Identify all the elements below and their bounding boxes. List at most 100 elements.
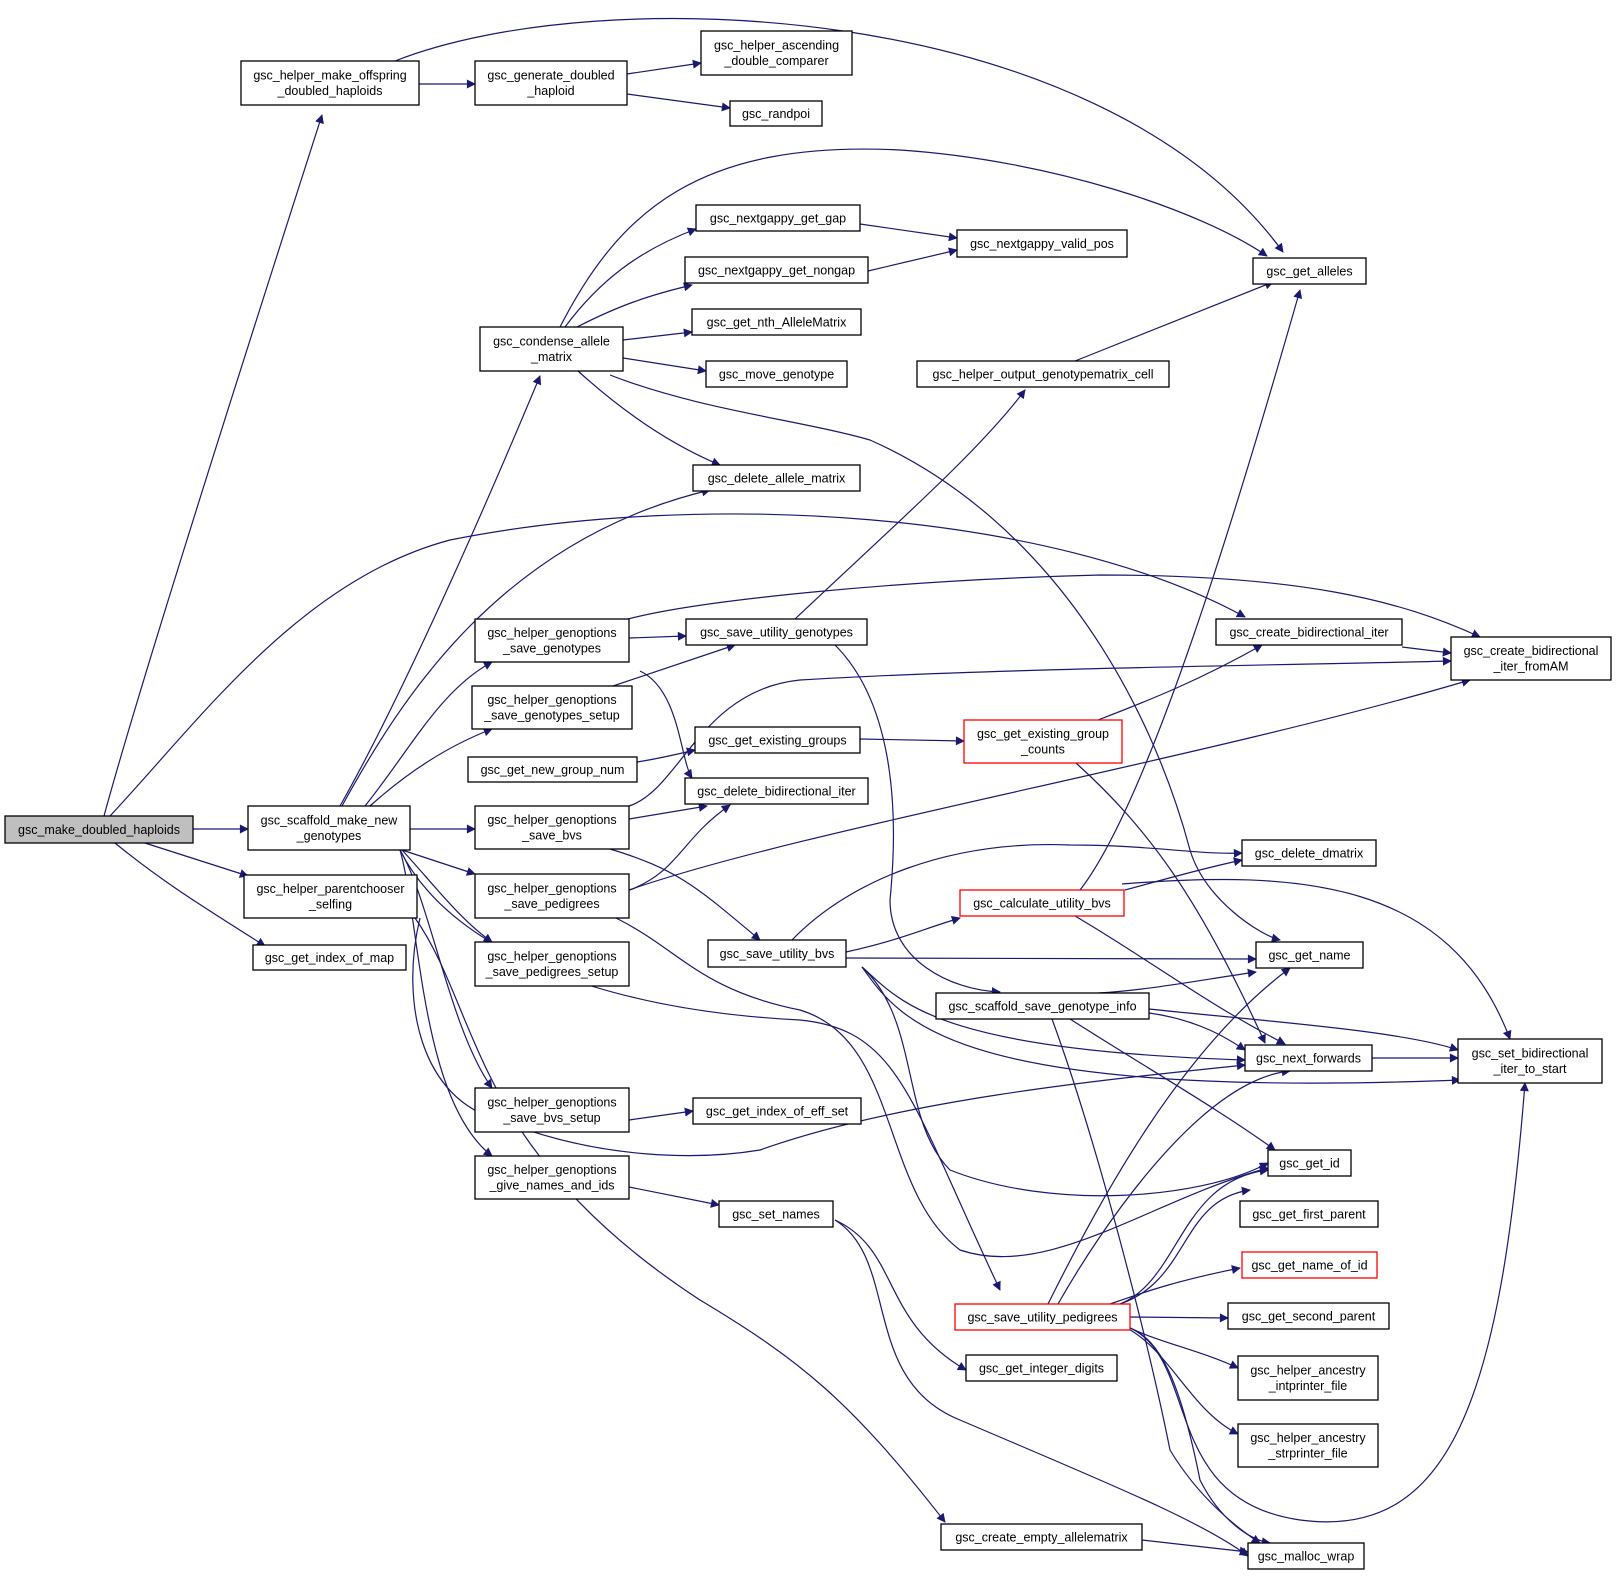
function-node-existing-counts[interactable]: gsc_get_existing_group_counts: [963, 719, 1123, 764]
node-label: _give_names_and_ids: [488, 1179, 614, 1193]
function-node-get-name[interactable]: gsc_get_name: [1255, 941, 1364, 969]
function-node-scaffold-save-info[interactable]: gsc_scaffold_save_genotype_info: [935, 992, 1150, 1020]
node-label: gsc_create_bidirectional_iter: [1229, 625, 1388, 639]
call-edge: [627, 574, 1481, 638]
node-box: [474, 60, 628, 106]
node-box: [471, 685, 633, 730]
call-edge: [834, 644, 1001, 997]
node-label: gsc_helper_genoptions: [487, 950, 616, 964]
node-label: _matrix: [530, 350, 573, 364]
node-label: gsc_helper_genoptions: [487, 813, 616, 827]
function-node-get-nongap[interactable]: gsc_nextgappy_get_nongap: [684, 256, 869, 284]
node-label: _genotypes: [296, 829, 362, 843]
function-node-del-am[interactable]: gsc_delete_allele_matrix: [692, 464, 861, 492]
function-node-second-parent[interactable]: gsc_get_second_parent: [1227, 1302, 1390, 1330]
call-edge: [1047, 967, 1291, 1305]
node-box: [956, 229, 1128, 258]
function-node-malloc-wrap[interactable]: gsc_malloc_wrap: [1247, 1542, 1365, 1570]
node-label: gsc_get_index_of_eff_set: [706, 1104, 849, 1118]
node-label: gsc_nextgappy_get_nongap: [698, 263, 855, 277]
node-label: gsc_next_forwards: [1256, 1051, 1361, 1065]
function-node-save-util-geno[interactable]: gsc_save_utility_genotypes: [685, 618, 868, 646]
function-node-go-save-geno[interactable]: gsc_helper_genoptions_save_genotypes: [474, 618, 630, 663]
node-label: gsc_save_utility_bvs: [720, 947, 835, 961]
node-label: gsc_calculate_utility_bvs: [973, 896, 1111, 910]
function-node-int-digits[interactable]: gsc_get_integer_digits: [965, 1354, 1118, 1382]
node-box: [718, 1200, 834, 1228]
node-box: [729, 100, 823, 127]
node-label: gsc_get_nth_AlleleMatrix: [707, 315, 847, 329]
node-box: [474, 1155, 630, 1200]
call-edge: [636, 747, 696, 763]
function-node-valid-pos[interactable]: gsc_nextgappy_valid_pos: [956, 229, 1128, 258]
function-node-scaffold-make[interactable]: gsc_scaffold_make_new_genotypes: [247, 805, 411, 851]
function-node-get-id[interactable]: gsc_get_id: [1267, 1149, 1352, 1177]
node-label: gsc_randpoi: [742, 107, 810, 121]
function-node-helper-offspring[interactable]: gsc_helper_make_offspring_doubled_haploi…: [240, 60, 420, 106]
function-node-move-geno[interactable]: gsc_move_genotype: [705, 360, 848, 388]
function-node-name-of-id[interactable]: gsc_get_name_of_id: [1241, 1251, 1378, 1279]
node-label: gsc_helper_parentchooser: [256, 882, 404, 896]
function-node-create-bi[interactable]: gsc_create_bidirectional_iter: [1215, 618, 1403, 646]
function-node-go-save-geno-setup[interactable]: gsc_helper_genoptions_save_genotypes_set…: [471, 685, 633, 730]
function-node-del-bi[interactable]: gsc_delete_bidirectional_iter: [684, 777, 869, 805]
node-label: gsc_helper_make_offspring: [253, 69, 406, 83]
call-edge: [622, 357, 707, 375]
node-box: [479, 326, 624, 372]
function-node-calc-bvs[interactable]: gsc_calculate_utility_bvs: [959, 889, 1125, 917]
function-node-go-save-ped-setup[interactable]: gsc_helper_genoptions_save_pedigrees_set…: [474, 941, 630, 987]
function-node-out-cell[interactable]: gsc_helper_output_genotypematrix_cell: [916, 360, 1170, 388]
function-node-generate-dh[interactable]: gsc_generate_doubled_haploid: [474, 60, 628, 106]
function-node-go-give-names[interactable]: gsc_helper_genoptions_give_names_and_ids: [474, 1155, 630, 1200]
node-label: gsc_create_bidirectional: [1464, 644, 1599, 658]
function-node-randpoi[interactable]: gsc_randpoi: [729, 100, 823, 127]
function-node-save-util-bvs[interactable]: gsc_save_utility_bvs: [707, 939, 847, 968]
call-edge: [629, 804, 731, 891]
function-node-go-save-ped[interactable]: gsc_helper_genoptions_save_pedigrees: [474, 873, 630, 919]
node-label: gsc_get_name: [1268, 948, 1350, 962]
node-box: [1237, 1355, 1379, 1401]
function-node-create-empty-am[interactable]: gsc_create_empty_allelematrix: [940, 1523, 1143, 1551]
function-node-root[interactable]: gsc_make_doubled_haploids: [4, 815, 194, 844]
node-label: gsc_set_bidirectional: [1472, 1047, 1589, 1061]
function-node-set-bi-start[interactable]: gsc_set_bidirectional_iter_to_start: [1457, 1038, 1603, 1084]
call-edge: [861, 966, 1246, 1065]
function-node-new-group[interactable]: gsc_get_new_group_num: [467, 756, 638, 783]
call-edge: [639, 670, 693, 779]
node-label: gsc_delete_dmatrix: [1255, 846, 1364, 860]
function-node-index-of-map[interactable]: gsc_get_index_of_map: [252, 944, 407, 971]
function-node-go-save-bvs[interactable]: gsc_helper_genoptions _save_bvs: [474, 805, 630, 850]
function-node-asc-cmp[interactable]: gsc_helper_ascending_double_comparer: [700, 30, 853, 76]
call-edge: [1119, 1186, 1251, 1305]
function-node-condense[interactable]: gsc_condense_allele_matrix: [479, 326, 624, 372]
function-node-save-util-ped[interactable]: gsc_save_utility_pedigrees: [954, 1303, 1131, 1331]
node-label: gsc_get_existing_groups: [708, 733, 846, 747]
call-edge: [628, 656, 1452, 807]
function-node-anc-int[interactable]: gsc_helper_ancestry_intprinter_file: [1237, 1355, 1379, 1401]
function-node-index-eff-set[interactable]: gsc_get_index_of_eff_set: [692, 1097, 862, 1125]
function-node-next-forwards[interactable]: gsc_next_forwards: [1244, 1044, 1373, 1072]
function-node-set-names[interactable]: gsc_set_names: [718, 1200, 834, 1228]
node-label: gsc_create_empty_allelematrix: [955, 1530, 1128, 1544]
node-label: gsc_get_name_of_id: [1251, 1258, 1367, 1272]
call-edge: [861, 966, 1269, 1197]
function-node-create-bi-am[interactable]: gsc_create_bidirectional_iter_fromAM: [1450, 636, 1612, 681]
node-label: gsc_make_doubled_haploids: [18, 823, 180, 837]
function-node-anc-str[interactable]: gsc_helper_ancestry_strprinter_file: [1237, 1423, 1379, 1468]
function-node-parentchooser[interactable]: gsc_helper_parentchooser_selfing: [243, 874, 418, 919]
function-node-existing-groups[interactable]: gsc_get_existing_groups: [694, 726, 861, 754]
function-node-get-gap[interactable]: gsc_nextgappy_get_gap: [695, 204, 861, 232]
call-edge: [576, 282, 693, 328]
node-box: [1239, 1200, 1379, 1228]
function-node-go-save-bvs-setup[interactable]: gsc_helper_genoptions_save_bvs_setup: [474, 1087, 630, 1133]
function-node-nth-am[interactable]: gsc_get_nth_AlleleMatrix: [691, 308, 862, 336]
function-node-first-parent[interactable]: gsc_get_first_parent: [1239, 1200, 1379, 1228]
function-node-del-dmatrix[interactable]: gsc_delete_dmatrix: [1241, 839, 1377, 867]
call-edge: [144, 842, 249, 878]
node-box: [474, 805, 630, 850]
node-label: _save_bvs: [521, 829, 582, 843]
function-node-get-alleles[interactable]: gsc_get_alleles: [1252, 257, 1367, 285]
call-edge: [114, 842, 266, 947]
node-box: [1241, 1251, 1378, 1279]
node-label: gsc_delete_bidirectional_iter: [697, 784, 855, 798]
